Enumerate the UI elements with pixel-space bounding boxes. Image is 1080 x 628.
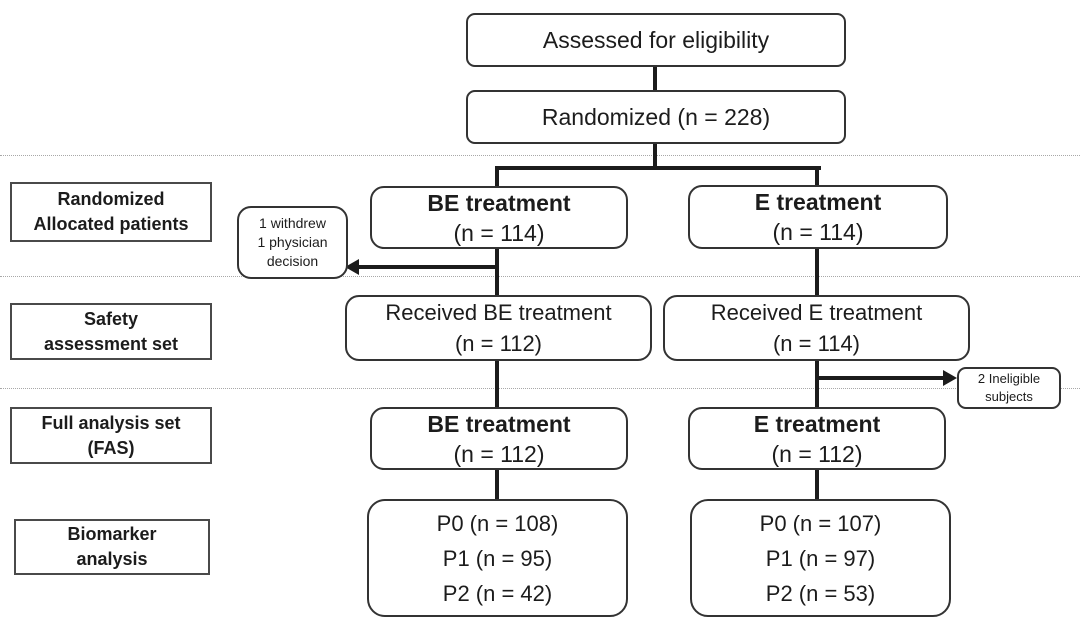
be-safety-n: (n = 112) bbox=[454, 331, 543, 356]
be-biomarker-p0: P0 (n = 108) bbox=[436, 510, 559, 536]
be-fas-box: BE treatment (n = 112) bbox=[370, 407, 628, 470]
e-safety-box: Received E treatment (n = 114) bbox=[663, 295, 970, 361]
connector-be-safety-to-fas bbox=[495, 359, 499, 410]
stage-label-full-analysis-set: Full analysis set (FAS) bbox=[10, 407, 212, 464]
connector-be-allocation-to-safety bbox=[495, 246, 499, 298]
assessed-eligibility-label: Assessed for eligibility bbox=[542, 27, 770, 53]
e-exclusion-note-box: 2 Ineligible subjects bbox=[957, 367, 1061, 409]
be-biomarker-p1: P1 (n = 95) bbox=[442, 545, 553, 571]
section-divider-fas bbox=[0, 388, 1080, 389]
randomized-label: Randomized (n = 228) bbox=[541, 104, 771, 130]
be-exclusion-line: decision bbox=[266, 253, 319, 269]
e-safety-title: Received E treatment bbox=[710, 300, 923, 325]
e-fas-title: E treatment bbox=[753, 410, 881, 437]
connector-e-safety-to-fas bbox=[815, 359, 819, 410]
connector-be-fas-to-biomarker bbox=[495, 468, 499, 502]
be-biomarker-box: P0 (n = 108) P1 (n = 95) P2 (n = 42) bbox=[367, 499, 628, 617]
stage-label-biomarker-analysis: Biomarker analysis bbox=[14, 519, 210, 575]
e-biomarker-p0: P0 (n = 107) bbox=[759, 510, 882, 536]
be-fas-title: BE treatment bbox=[427, 410, 571, 437]
assessed-eligibility-box: Assessed for eligibility bbox=[466, 13, 846, 67]
stage-label-safety-assessment-set: Safety assessment set bbox=[10, 303, 212, 360]
stage-label-line: analysis bbox=[76, 549, 148, 569]
stage-label-line: Randomized bbox=[57, 189, 165, 209]
be-fas-n: (n = 112) bbox=[453, 440, 545, 467]
e-fas-n: (n = 112) bbox=[771, 440, 863, 467]
be-allocation-title: BE treatment bbox=[427, 189, 571, 216]
connector-randomized-to-branch bbox=[653, 143, 657, 170]
stage-label-line: Full analysis set bbox=[41, 412, 181, 433]
randomized-box: Randomized (n = 228) bbox=[466, 90, 846, 144]
connector-e-fas-to-biomarker bbox=[815, 468, 819, 502]
section-divider-allocation bbox=[0, 155, 1080, 156]
stage-label-line: Safety bbox=[83, 308, 139, 329]
e-biomarker-p1: P1 (n = 97) bbox=[765, 545, 876, 571]
e-allocation-title: E treatment bbox=[754, 189, 882, 215]
e-biomarker-box: P0 (n = 107) P1 (n = 97) P2 (n = 53) bbox=[690, 499, 951, 617]
e-allocation-box: E treatment (n = 114) bbox=[688, 185, 948, 249]
stage-label-randomized-allocated: Randomized Allocated patients bbox=[10, 182, 212, 242]
arrowhead-left-icon bbox=[345, 259, 359, 275]
e-allocation-n: (n = 114) bbox=[772, 219, 864, 245]
stage-label-line: assessment set bbox=[43, 333, 179, 354]
e-biomarker-p2: P2 (n = 53) bbox=[765, 580, 876, 606]
e-exclusion-line: 2 Ineligible bbox=[977, 371, 1041, 386]
e-safety-n: (n = 114) bbox=[772, 331, 861, 356]
connector-branch-horizontal bbox=[495, 166, 821, 170]
connector-be-exclusion-line bbox=[357, 265, 497, 269]
section-divider-safety bbox=[0, 276, 1080, 277]
be-biomarker-p2: P2 (n = 42) bbox=[442, 580, 553, 606]
stage-label-line: Biomarker bbox=[67, 524, 157, 544]
connector-e-exclusion-line bbox=[817, 376, 945, 380]
connector-branch-to-e bbox=[815, 166, 819, 189]
connector-e-allocation-to-safety bbox=[815, 247, 819, 298]
be-safety-title: Received BE treatment bbox=[385, 300, 612, 325]
stage-label-line: Allocated patients bbox=[33, 214, 189, 234]
be-allocation-n: (n = 114) bbox=[453, 219, 545, 246]
be-allocation-box: BE treatment (n = 114) bbox=[370, 186, 628, 249]
stage-label-line: (FAS) bbox=[87, 437, 135, 458]
connector-branch-to-be bbox=[495, 166, 499, 190]
be-safety-box: Received BE treatment (n = 112) bbox=[345, 295, 652, 361]
e-exclusion-line: subjects bbox=[985, 389, 1033, 404]
connector-assessed-to-randomized bbox=[653, 66, 657, 92]
be-exclusion-line: 1 withdrew bbox=[259, 215, 326, 231]
be-exclusion-note-box: 1 withdrew 1 physician decision bbox=[237, 206, 348, 279]
be-exclusion-line: 1 physician bbox=[257, 234, 328, 250]
e-fas-box: E treatment (n = 112) bbox=[688, 407, 946, 470]
arrowhead-right-icon bbox=[943, 370, 957, 386]
